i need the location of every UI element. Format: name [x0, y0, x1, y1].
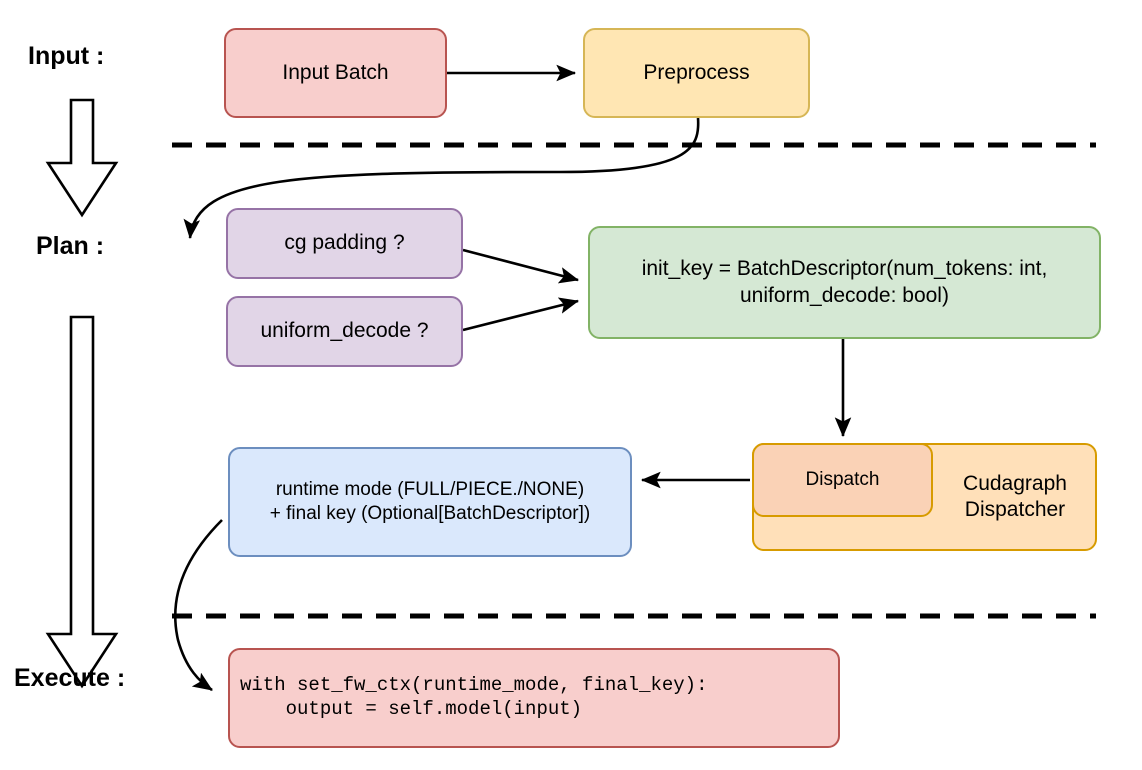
stage-arrow-input-to-plan	[45, 98, 119, 218]
stage-label-input: Input :	[28, 42, 105, 70]
node-runtime-mode[interactable]: runtime mode (FULL/PIECE./NONE) + final …	[228, 447, 632, 557]
node-cudagraph-dispatcher-label: Cudagraph Dispatcher	[963, 472, 1067, 521]
node-dispatch[interactable]: Dispatch	[752, 443, 933, 517]
node-uniform-decode[interactable]: uniform_decode ?	[226, 296, 463, 367]
node-input-batch[interactable]: Input Batch	[224, 28, 447, 118]
stage-arrow-plan-to-execute	[45, 315, 119, 689]
stage-label-plan: Plan :	[36, 232, 105, 260]
conn-cgpadding-to-initkey	[462, 248, 580, 284]
node-preprocess[interactable]: Preprocess	[583, 28, 810, 118]
stage-label-execute: Execute :	[14, 664, 126, 692]
node-execute-code[interactable]: with set_fw_ctx(runtime_mode, final_key)…	[228, 648, 840, 748]
conn-runtimemode-to-execute	[173, 519, 223, 692]
node-init-key[interactable]: init_key = BatchDescriptor(num_tokens: i…	[588, 226, 1101, 339]
conn-uniformdecode-to-initkey	[462, 297, 580, 332]
node-cg-padding[interactable]: cg padding ?	[226, 208, 463, 279]
